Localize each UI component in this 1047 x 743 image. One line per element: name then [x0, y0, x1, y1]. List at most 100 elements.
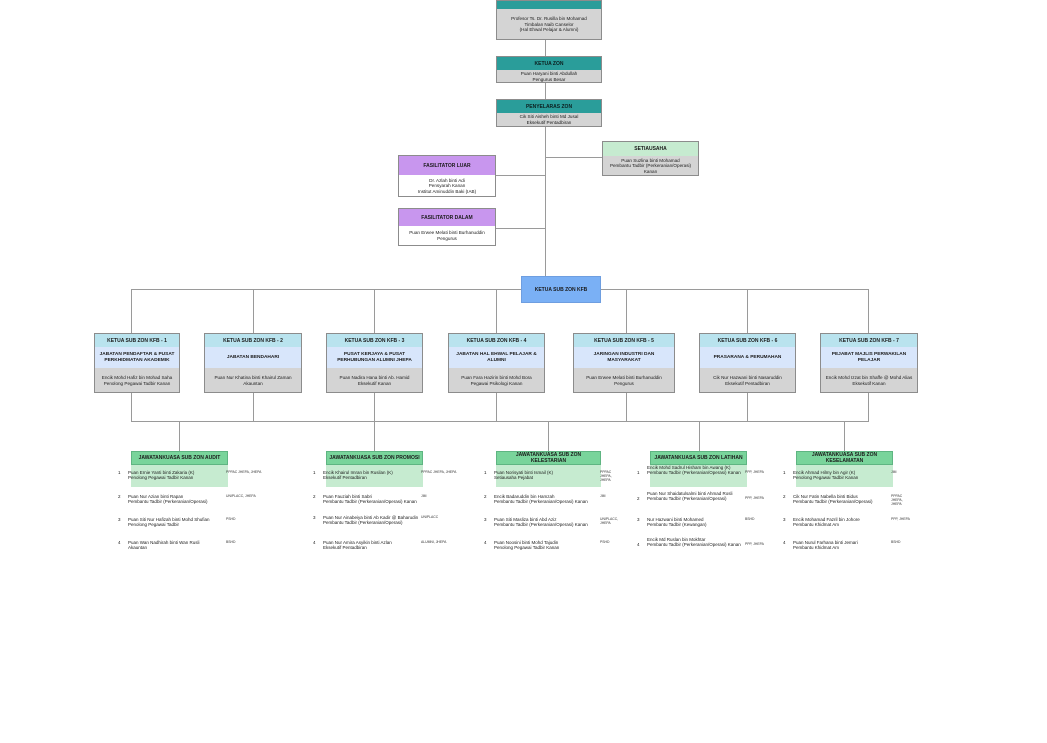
member-unit-tag: JIM: [891, 470, 897, 474]
member-number: 3: [783, 517, 786, 522]
subzone-head-role: Eksekutif Pentadbiran: [725, 380, 770, 386]
fasilitator-dalam-name: Puan Erwee Melati binti Burhanuddin: [409, 230, 485, 236]
committee-title: JAWATANKUASA SUB ZON KELESTARIAN: [515, 452, 582, 464]
committee-member: 1 Encik Mohd Sadrul Hisham bin Awang (K)…: [637, 465, 764, 475]
member-name: Puan Nur Ainabeiya binti Ab Kadir @ Baha…: [323, 515, 419, 520]
member-number: 3: [637, 517, 640, 522]
connector-sub-4: [496, 393, 497, 421]
connector-fasilitator-dalam: [496, 228, 546, 229]
committee-members-panel-5: [796, 465, 893, 487]
subzone-title: KETUA SUB ZON KFB - 1: [95, 334, 179, 347]
committee-members-panel-4: [650, 465, 747, 487]
subzone-head-name: Cik Nur Hazwani binti Nasaruddin: [713, 374, 782, 380]
member-name: Encik Badaruddin bin Hamzah: [494, 494, 555, 499]
subzone-box-5: KETUA SUB ZON KFB - 5 JARINGAN INDUSTRI …: [573, 333, 675, 393]
connector-fasilitator-luar: [496, 175, 546, 176]
subzone-title: KETUA SUB ZON KFB - 6: [700, 334, 795, 347]
member-unit-tag: BSHD: [226, 540, 236, 544]
member-name: Puan Nur Shaidatulsalmi binti Ahmad Rosl…: [647, 491, 733, 496]
subzone-box-2: KETUA SUB ZON KFB - 2 JABATAN BENDAHARI …: [204, 333, 302, 393]
connector-com-3: [548, 421, 549, 451]
member-role: Eksekutif Pentadbiran: [323, 475, 367, 481]
member-number: 2: [637, 496, 640, 501]
setiausaha-role: Pembantu Tadbir (Perkeranian/Operasi) Ka…: [609, 163, 692, 174]
member-number: 3: [484, 517, 487, 522]
member-number: 4: [118, 540, 121, 545]
member-number: 4: [783, 540, 786, 545]
subzone-unit: PUSAT KERJAYA & PUSAT PERHUBUNGAN ALUMNI…: [327, 347, 422, 368]
member-name: Puan Nur Amira Asyikin binti Azlan: [323, 540, 392, 545]
fasilitator-dalam-title: FASILITATOR DALAM: [399, 209, 495, 226]
member-unit-tag: PPPAC JHEPA, JHEPA: [421, 470, 457, 474]
member-name: Puan Siti Nur Hafizah binti Mohd Shufian: [128, 517, 210, 522]
member-role: Pembantu Tadbir (Perkeranian/Operasi) Ka…: [323, 499, 417, 505]
fasilitator-luar-org: Institut Aminuddin Baki (IAB): [417, 188, 477, 194]
committee-member: 1 Encik Khairul Imran bin Rusilan (K)Eks…: [313, 470, 456, 480]
member-name: Encik Mohd Sadrul Hisham bin Awang (K): [647, 465, 731, 470]
member-name: Puan Norisyati binti Ismail (K): [494, 470, 554, 475]
fasilitator-luar-name: Dr. Azlah binti Adi: [429, 177, 465, 183]
member-role: Pembantu Khidmat Am: [793, 545, 840, 551]
subzone-box-4: KETUA SUB ZON KFB - 4 JABATAN HAL EHWAL …: [448, 333, 545, 393]
member-name: Puan Ernie Yanti binti Zakaria (K): [128, 470, 195, 475]
connector-drop-7: [868, 289, 869, 333]
fasilitator-luar-title: FASILITATOR LUAR: [399, 156, 495, 175]
subzone-head-role: Pengurus: [614, 380, 634, 386]
committee-member: 1 Puan Norisyati binti Ismail (K)Setiaus…: [484, 470, 618, 482]
member-role: Pembantu Tadbir (Perkeranian/Operasi) Ka…: [494, 522, 588, 528]
setiausaha-box: SETIAUSAHA Puan Suzlina binti Mohamad Pe…: [602, 141, 699, 176]
member-role: Pembantu Tadbir (Perkeranian/Operasi): [793, 499, 873, 505]
member-name: Puan Noosini binti Mohd Tajudin: [494, 540, 559, 545]
member-unit-tag: BSHD: [891, 540, 901, 544]
member-role: Pembantu Tadbir (Perkeranian/Operasi): [647, 496, 727, 502]
connector-setiausaha: [545, 157, 602, 158]
committee-member: 1 Puan Ernie Yanti binti Zakaria (K)Peno…: [118, 470, 261, 480]
member-unit-tag: PSHD: [600, 540, 610, 544]
connector-com-2: [374, 421, 375, 451]
committee-title: JAWATANKUASA SUB ZON LATIHAN: [654, 455, 743, 461]
subzone-head-name: Encik Mohd Hafiz bin Mohad Saha: [101, 374, 173, 380]
fasilitator-luar-role: Pensyarah Kanan: [428, 183, 466, 189]
committee-member: 3 Puan Nur Ainabeiya binti Ab Kadir @ Ba…: [313, 515, 438, 525]
member-name: Puan Wan Nadhirah binti Wan Rusli: [128, 540, 200, 545]
subzone-title: KETUA SUB ZON KFB - 5: [574, 334, 674, 347]
committee-members-panel-2: [326, 465, 423, 487]
member-unit-tag: UNIPLACC: [421, 515, 439, 519]
member-unit-tag: PPPAC JHEPA, JHEPA: [891, 494, 903, 506]
member-name: Encik Md Ruslan bin Mokhtar: [647, 537, 706, 542]
subzone-unit: JARINGAN INDUSTRI DAN MASYARAKAT: [574, 347, 674, 368]
subzone-unit: PEJABAT MAJLIS PERWAKILAN PELAJAR: [821, 347, 917, 368]
fasilitator-dalam-box: FASILITATOR DALAM Puan Erwee Melati bint…: [398, 208, 496, 246]
fasilitator-dalam-role: Pengurus: [437, 236, 457, 241]
committee-header-keselamatan: JAWATANKUASA SUB ZON KESELAMATAN: [796, 451, 893, 465]
member-role: Penolong Pegawai Tadbir Kanan: [494, 545, 560, 551]
subzone-unit: JABATAN BENDAHARI: [205, 347, 301, 368]
subzone-head-role: Pegawai Psikologi Kanan: [470, 380, 523, 386]
subzone-box-6: KETUA SUB ZON KFB - 6 PRASARANA & PERUMA…: [699, 333, 796, 393]
committee-header-promosi: JAWATANKUASA SUB ZON PROMOSI: [326, 451, 423, 465]
connector-sub-5: [626, 393, 627, 421]
connector-drop-5: [626, 289, 627, 333]
subzone-box-3: KETUA SUB ZON KFB - 3 PUSAT KERJAYA & PU…: [326, 333, 423, 393]
subzone-head-name: Puan Erwee Melati binti Burhanuddin: [586, 374, 662, 380]
connector-sub-1: [131, 393, 132, 421]
member-number: 1: [484, 470, 487, 475]
subzone-head-name: Puan Fara Hazirin binti Mohd Bora: [461, 374, 532, 380]
penyelaras-zon-role: Eksekutif Pentadbiran: [526, 120, 572, 125]
penyelaras-zon-name: Cik Siti Aisheh binti Md Jusal: [519, 114, 579, 120]
member-role: Penolong Pegawai Tadbir Kanan: [793, 475, 859, 481]
member-unit-tag: PPPAC JHEPA, JHEPA: [226, 470, 262, 474]
member-role: Pembantu Tadbir (Perkeranian/Operasi) Ka…: [647, 542, 741, 548]
committee-title: JAWATANKUASA SUB ZON AUDIT: [138, 455, 221, 461]
ketua-zon-title: KETUA ZON: [497, 57, 601, 70]
member-name: Cik Nur Fatin Nabella binti Bidus: [793, 494, 858, 499]
member-name: Encik Mohamad Fazril bin Johore: [793, 517, 860, 522]
member-unit-tag: BSHD: [745, 517, 755, 521]
member-number: 1: [783, 470, 786, 475]
member-number: 1: [118, 470, 121, 475]
